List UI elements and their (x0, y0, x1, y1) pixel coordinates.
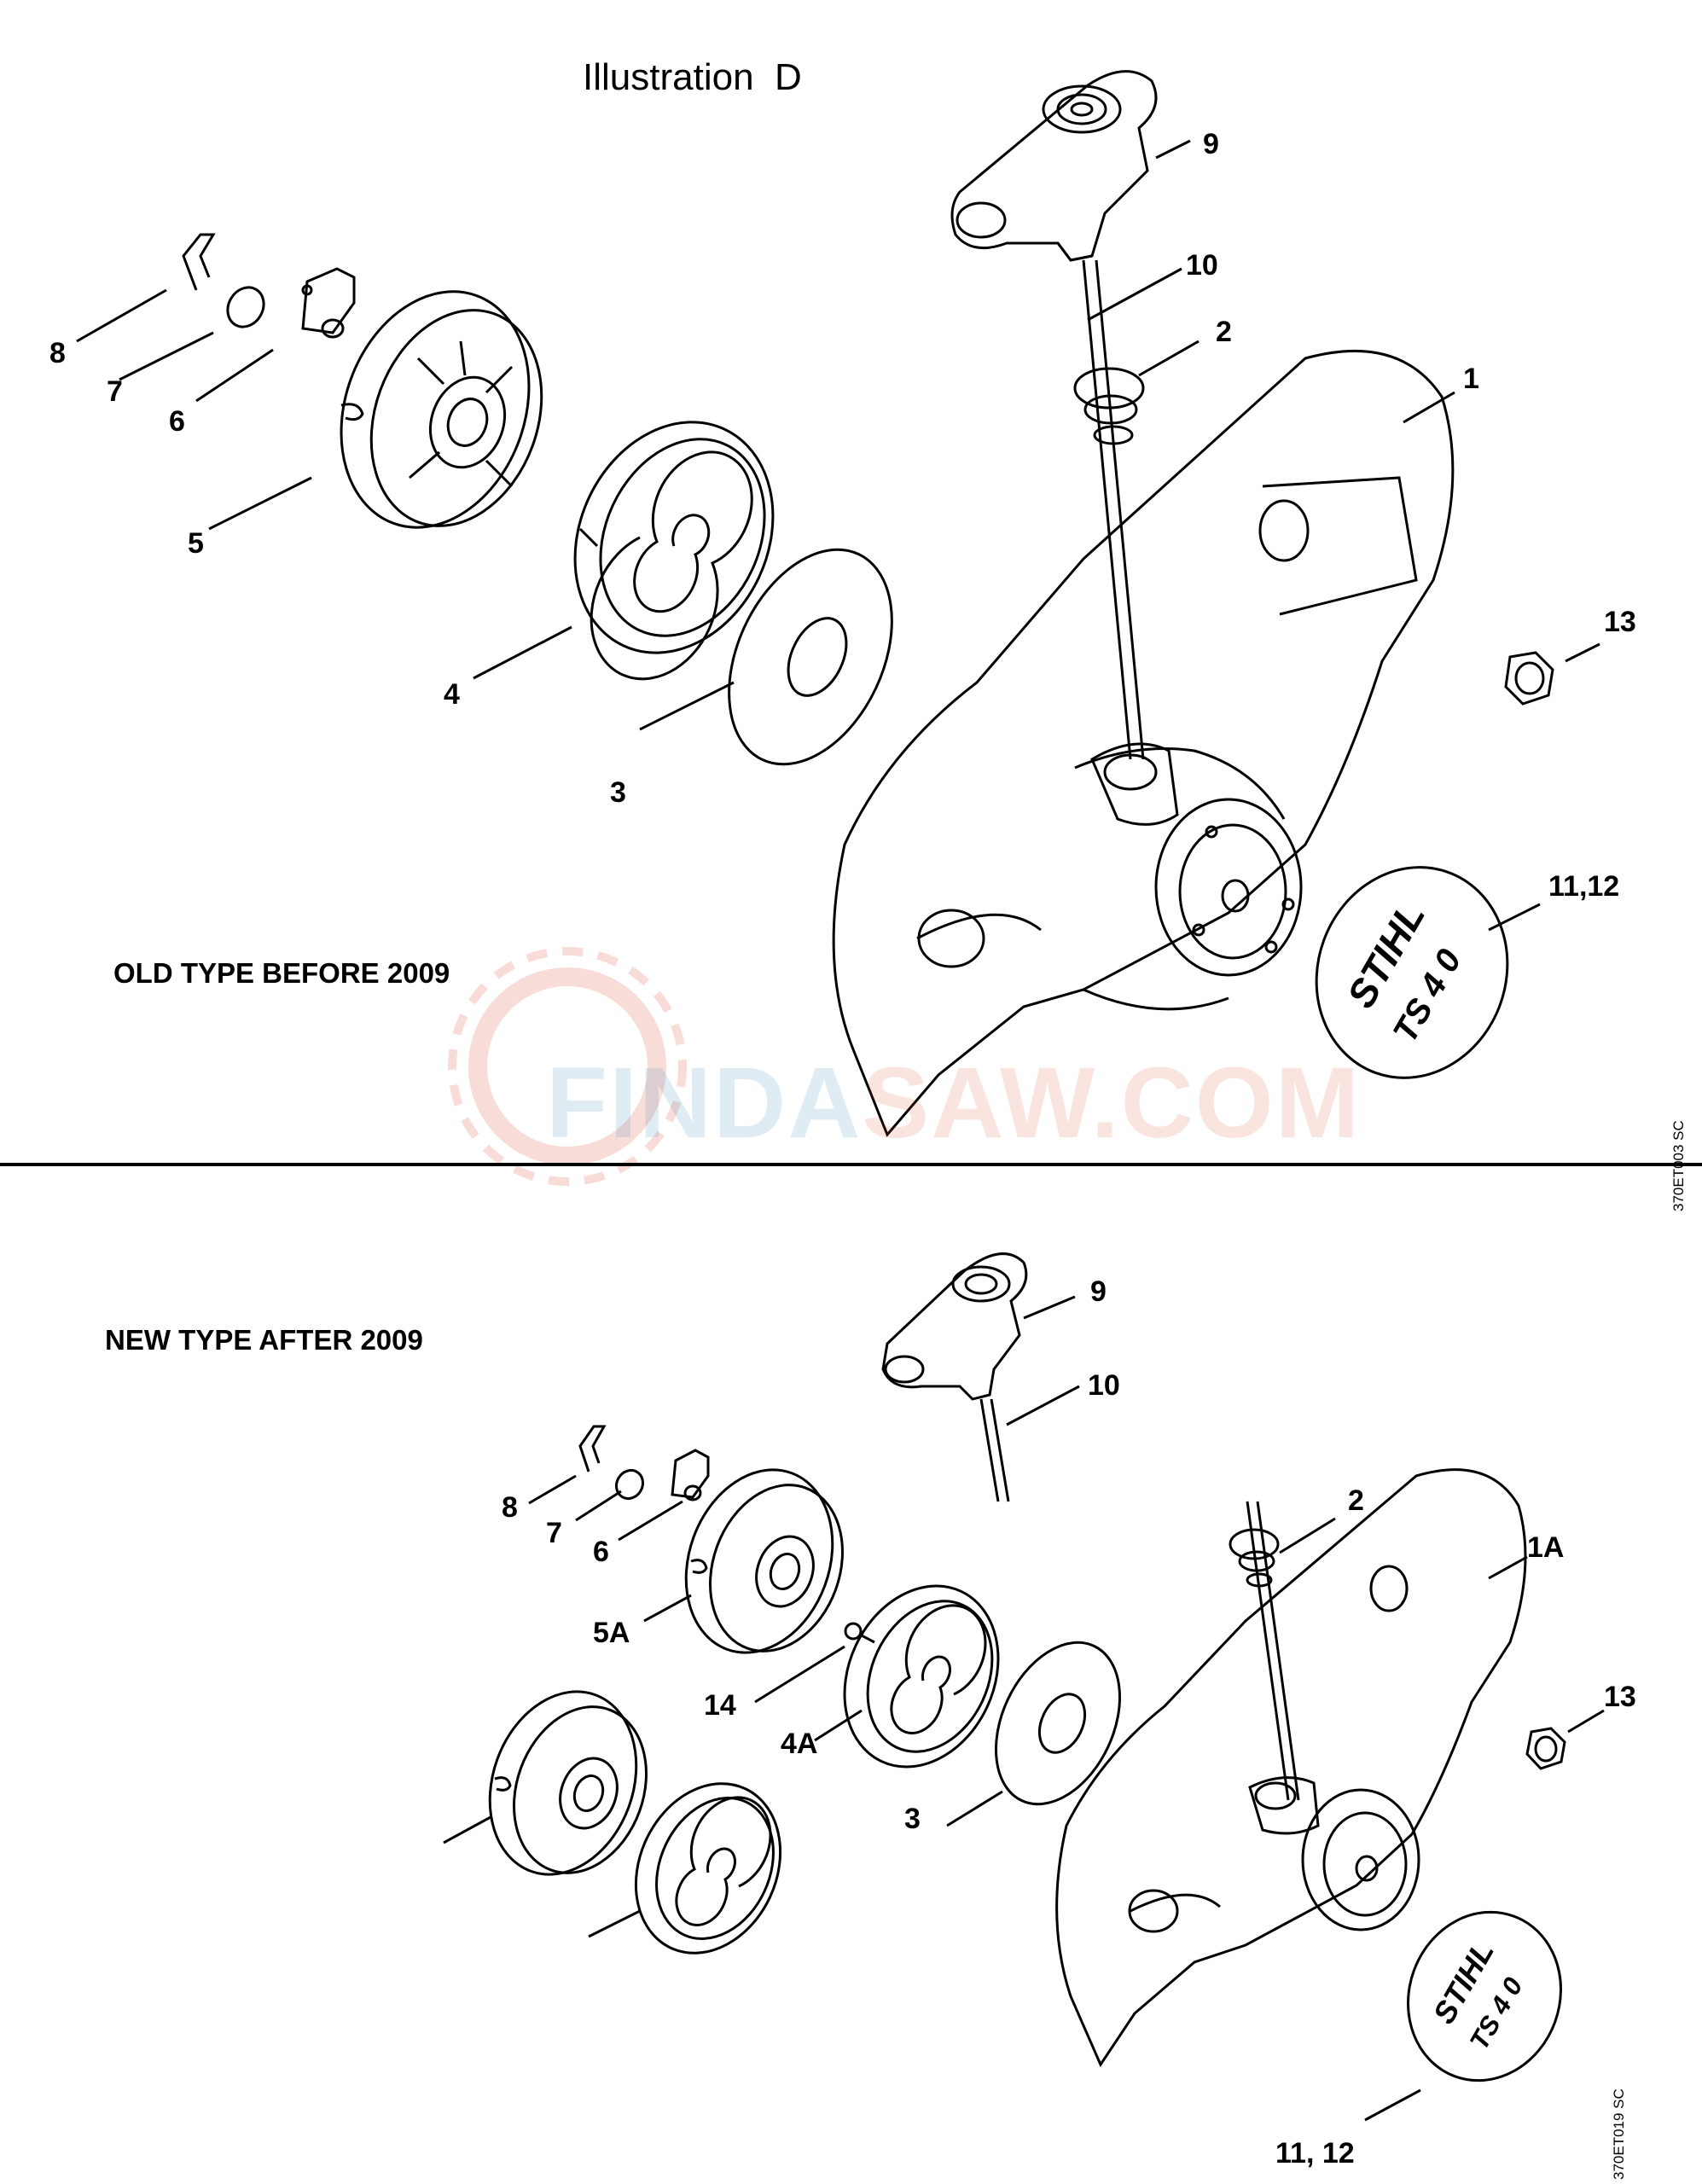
rope-rotor-new (684, 1468, 844, 1654)
rope-rotor-alt (488, 1690, 648, 1876)
callout-new-5A: 5A (593, 1617, 630, 1649)
spring-clip-old (182, 233, 216, 291)
watermark-saw-logo (448, 947, 687, 1186)
callout-old-11-12: 11,12 (1548, 870, 1619, 903)
callout-old-10: 10 (1186, 249, 1218, 282)
watermark-text: FINDASAW.COM (546, 1047, 1361, 1159)
callout-old-1: 1 (1463, 363, 1479, 395)
new-callouts: 9 10 2 1A 13 11, 12 3 4A 14 5A 6 7 8 (502, 1275, 1636, 2169)
pawl-old (301, 267, 356, 339)
starter-rope-new (979, 1398, 1300, 1801)
new-type-label: NEW TYPE AFTER 2009 (105, 1324, 423, 1356)
washer-new (994, 1641, 1122, 1806)
pawl-new (671, 1449, 710, 1502)
callout-old-6: 6 (169, 405, 185, 438)
new-leader-lines (443, 1295, 1605, 2122)
callout-new-2: 2 (1348, 1484, 1364, 1517)
callout-new-8: 8 (502, 1491, 518, 1524)
rewind-spring-new (843, 1584, 1000, 1769)
washer-old (728, 548, 893, 766)
small-washer-new (614, 1468, 645, 1501)
fan-housing-new (1055, 1468, 1527, 2068)
rope-rotor-old (340, 290, 543, 529)
callout-old-13: 13 (1604, 606, 1636, 638)
callout-new-10: 10 (1088, 1369, 1120, 1402)
callout-old-2: 2 (1216, 316, 1232, 348)
callout-new-3: 3 (904, 1803, 921, 1835)
callout-old-5: 5 (188, 527, 204, 560)
callout-old-3: 3 (610, 776, 626, 809)
callout-new-14: 14 (704, 1689, 736, 1722)
t-handle-old (950, 70, 1158, 262)
small-washer-old (226, 286, 265, 328)
old-callouts: 9 10 2 1 13 11,12 3 4 5 6 7 8 (49, 128, 1636, 903)
starter-rope-old (1082, 259, 1145, 760)
fan-housing-old (832, 349, 1455, 1137)
callout-new-4A: 4A (781, 1728, 817, 1760)
callout-old-9: 9 (1203, 128, 1219, 160)
callout-new-13: 13 (1604, 1681, 1636, 1713)
callout-new-11-12: 11, 12 (1275, 2137, 1355, 2169)
screw-new (844, 1622, 875, 1644)
rewind-spring-alt (634, 1782, 782, 1955)
hex-nut-old (1504, 651, 1554, 706)
callout-new-1A: 1A (1527, 1531, 1564, 1564)
callout-old-7: 7 (107, 375, 123, 408)
t-handle-new (881, 1252, 1028, 1401)
old-type-label: OLD TYPE BEFORE 2009 (113, 957, 450, 989)
illustration-title: Illustration D (583, 56, 802, 98)
hex-nut-new (1525, 1727, 1566, 1770)
spring-clip-new (578, 1425, 607, 1472)
stihl-badge-new: STIHL TS 4 0 (1407, 1910, 1562, 2082)
callout-old-4: 4 (444, 678, 460, 711)
callout-old-8: 8 (49, 337, 66, 369)
rope-grommet-old (1073, 367, 1145, 445)
callout-new-6: 6 (593, 1536, 609, 1568)
old-leader-lines (76, 139, 1600, 932)
rope-grommet-new (1229, 1528, 1280, 1588)
rewind-spring-old (573, 421, 775, 681)
callout-new-9: 9 (1090, 1275, 1107, 1308)
callout-new-7: 7 (546, 1517, 562, 1549)
